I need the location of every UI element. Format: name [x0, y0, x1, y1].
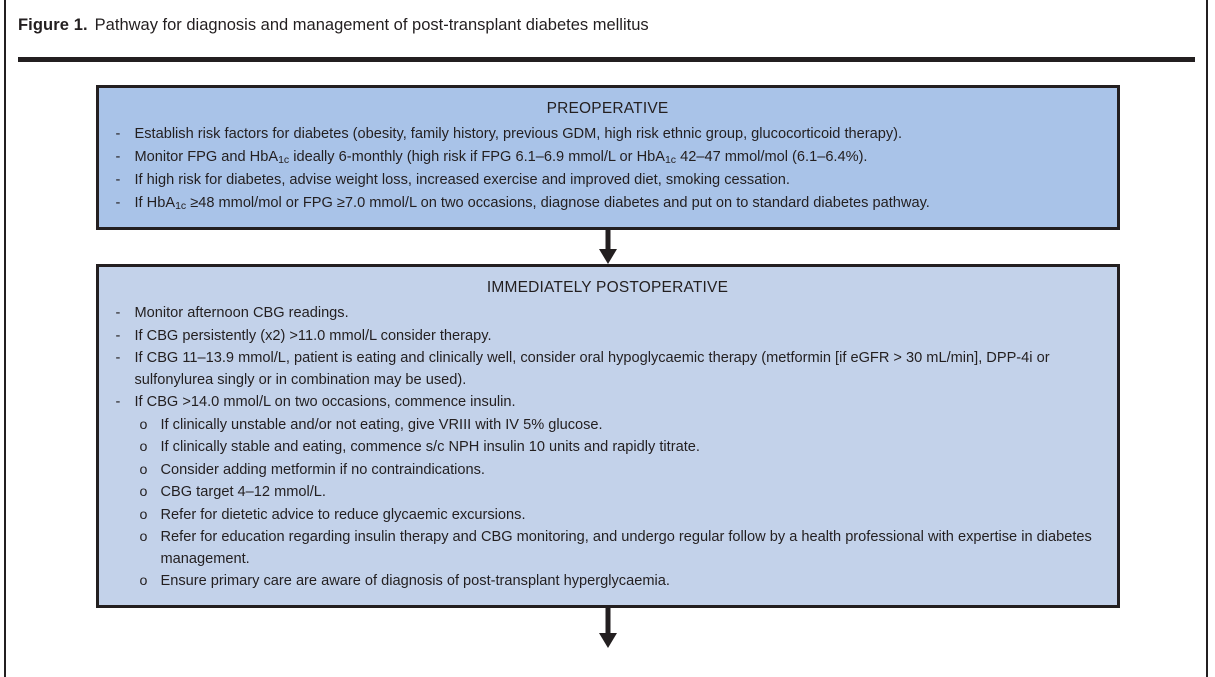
sub-bullet-item: o Refer for education regarding insulin t… — [113, 527, 1103, 570]
figure-label: Figure 1. — [18, 16, 88, 34]
bullet-marker: - — [115, 305, 121, 321]
bullet-item: -If CBG 11–13.9 mmol/L, patient is eatin… — [113, 348, 1103, 391]
bullet-item: -Monitor FPG and HbA1c ideally 6-monthly… — [113, 147, 1103, 170]
bullet-text: Establish risk factors for diabetes (obe… — [134, 126, 903, 142]
bullet-marker: - — [115, 172, 121, 188]
bullet-text: If CBG 11–13.9 mmol/L, patient is eating… — [134, 350, 1050, 388]
bullet-text: If high risk for diabetes, advise weight… — [134, 172, 790, 188]
sub-bullet-item: o CBG target 4–12 mmol/L. — [113, 482, 1103, 504]
bullet-marker: o — [139, 484, 148, 500]
bullet-text: Refer for education regarding insulin th… — [160, 529, 1092, 567]
bullet-text: CBG target 4–12 mmol/L. — [160, 484, 326, 500]
bullet-marker: - — [115, 394, 121, 410]
page-border-right — [1206, 0, 1208, 677]
bullet-item: -If CBG >14.0 mmol/L on two occasions, c… — [113, 392, 1103, 414]
arrow-head-icon — [598, 632, 617, 648]
bullet-marker: - — [115, 126, 121, 142]
bullet-text: Consider adding metformin if no contrain… — [160, 461, 485, 478]
bullet-marker: o — [139, 439, 148, 455]
arrow-preop-to-postop — [96, 230, 1120, 264]
bullet-list-preoperative: -Establish risk factors for diabetes (ob… — [113, 124, 1103, 215]
caption-divider — [18, 57, 1195, 62]
bullet-marker: - — [115, 327, 121, 344]
page-border-left — [4, 0, 6, 677]
bullet-item: -Establish risk factors for diabetes (ob… — [113, 124, 1103, 146]
sub-bullet-item: o If clinically unstable and/or not eatin… — [113, 415, 1103, 437]
flow-box-preoperative: PREOPERATIVE -Establish risk factors for… — [95, 85, 1120, 230]
figure-title: Pathway for diagnosis and management of … — [94, 16, 649, 34]
bullet-text: If HbA1c ≥48 mmol/mol or FPG ≥7.0 mmol/L… — [134, 194, 930, 213]
bullet-marker: - — [115, 350, 121, 366]
figure-caption: Figure 1. Pathway for diagnosis and manag… — [18, 14, 1198, 36]
flow-box-immediately-postoperative: IMMEDIATELY POSTOPERATIVE -Monitor after… — [95, 264, 1120, 608]
bullet-text: Refer for dietetic advice to reduce glyc… — [160, 506, 526, 523]
bullet-marker: - — [115, 194, 121, 211]
flow-box-title-immediately-postoperative: IMMEDIATELY POSTOPERATIVE — [486, 279, 729, 296]
sub-bullet-item: o If clinically stable and eating, commen… — [113, 437, 1103, 459]
arrow-shaft — [605, 607, 610, 636]
bullet-text: Monitor afternoon CBG readings. — [134, 305, 349, 321]
arrow-postop-to-next — [96, 607, 1120, 654]
bullet-item: -Monitor afternoon CBG readings. — [113, 303, 1103, 325]
bullet-text: If clinically stable and eating, commenc… — [160, 439, 700, 455]
flow-box-title-preoperative: PREOPERATIVE — [546, 100, 669, 117]
bullet-marker: o — [139, 506, 148, 523]
bullet-item: -If high risk for diabetes, advise weigh… — [113, 170, 1103, 192]
bullet-item: -If CBG persistently (x2) >11.0 mmol/L c… — [113, 326, 1103, 348]
bullet-marker: o — [139, 573, 148, 589]
arrow-shaft — [605, 230, 610, 252]
bullet-marker: o — [139, 529, 148, 545]
arrow-head-icon — [598, 249, 617, 264]
bullet-text: Monitor FPG and HbA1c ideally 6-monthly … — [134, 148, 868, 167]
bullet-marker: o — [139, 416, 148, 433]
pathway-flowchart: PREOPERATIVE -Establish risk factors for… — [0, 85, 1215, 654]
bullet-text: If CBG >14.0 mmol/L on two occasions, co… — [134, 394, 516, 410]
sub-bullet-item: o Refer for dietetic advice to reduce gly… — [113, 505, 1103, 527]
sub-bullet-item: o Consider adding metformin if no contrai… — [113, 460, 1103, 482]
bullet-list-immediately-postoperative: -Monitor afternoon CBG readings.-If CBG … — [113, 303, 1103, 593]
bullet-item: -If HbA1c ≥48 mmol/mol or FPG ≥7.0 mmol/… — [113, 193, 1103, 216]
bullet-text: If clinically unstable and/or not eating… — [160, 416, 603, 433]
bullet-marker: - — [115, 148, 121, 165]
bullet-marker: o — [139, 461, 148, 478]
bullet-text: Ensure primary care are aware of diagnos… — [160, 573, 670, 589]
sub-bullet-item: o Ensure primary care are aware of diagno… — [113, 571, 1103, 593]
bullet-text: If CBG persistently (x2) >11.0 mmol/L co… — [134, 327, 492, 344]
